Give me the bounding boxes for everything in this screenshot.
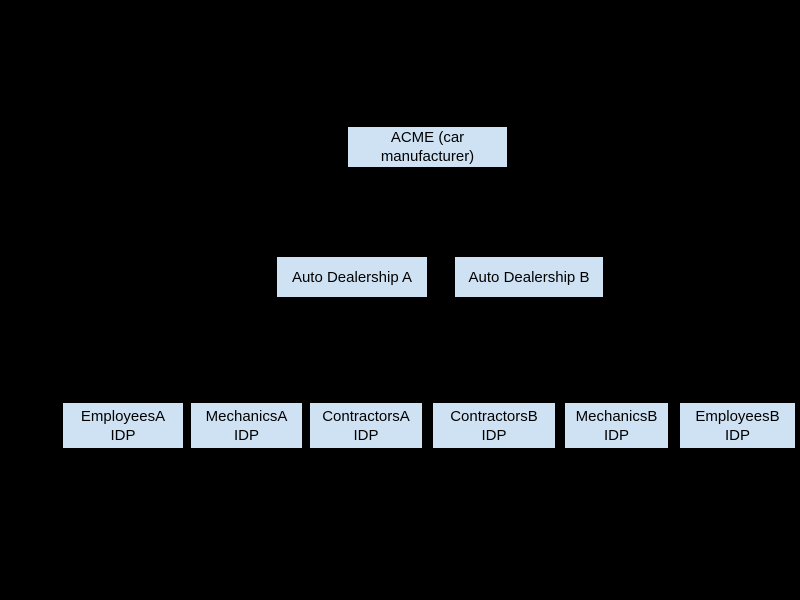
node-label: Auto Dealership B [468, 268, 590, 286]
diagram-node-mechanics-b: MechanicsB IDP [565, 403, 668, 448]
node-label: ACME (car [390, 129, 465, 146]
node-label: EmployeesA [80, 407, 166, 425]
diagram-node-acme: ACME (car manufacturer) [348, 127, 507, 167]
node-label: ContractorsB [450, 407, 538, 425]
node-label: MechanicsA [205, 407, 288, 425]
node-label: ContractorsA [322, 407, 410, 425]
node-label: IDP [233, 426, 259, 444]
node-label: manufacturer) [380, 148, 475, 165]
diagram-node-employees-b: EmployeesB IDP [680, 403, 795, 448]
node-label: Auto Dealership A [291, 268, 413, 286]
node-label: IDP [353, 426, 379, 444]
diagram-node-contractors-b: ContractorsB IDP [433, 403, 555, 448]
diagram-node-employees-a: EmployeesA IDP [63, 403, 183, 448]
node-label: IDP [724, 426, 750, 444]
diagram-node-dealership-b: Auto Dealership B [455, 257, 603, 297]
diagram-node-mechanics-a: MechanicsA IDP [191, 403, 302, 448]
node-label: EmployeesB [695, 407, 780, 425]
diagram-node-dealership-a: Auto Dealership A [277, 257, 427, 297]
node-label: IDP [603, 426, 629, 444]
node-label: IDP [110, 426, 136, 444]
node-label: IDP [481, 426, 507, 444]
node-label: MechanicsB [575, 407, 658, 425]
diagram-node-contractors-a: ContractorsA IDP [310, 403, 422, 448]
